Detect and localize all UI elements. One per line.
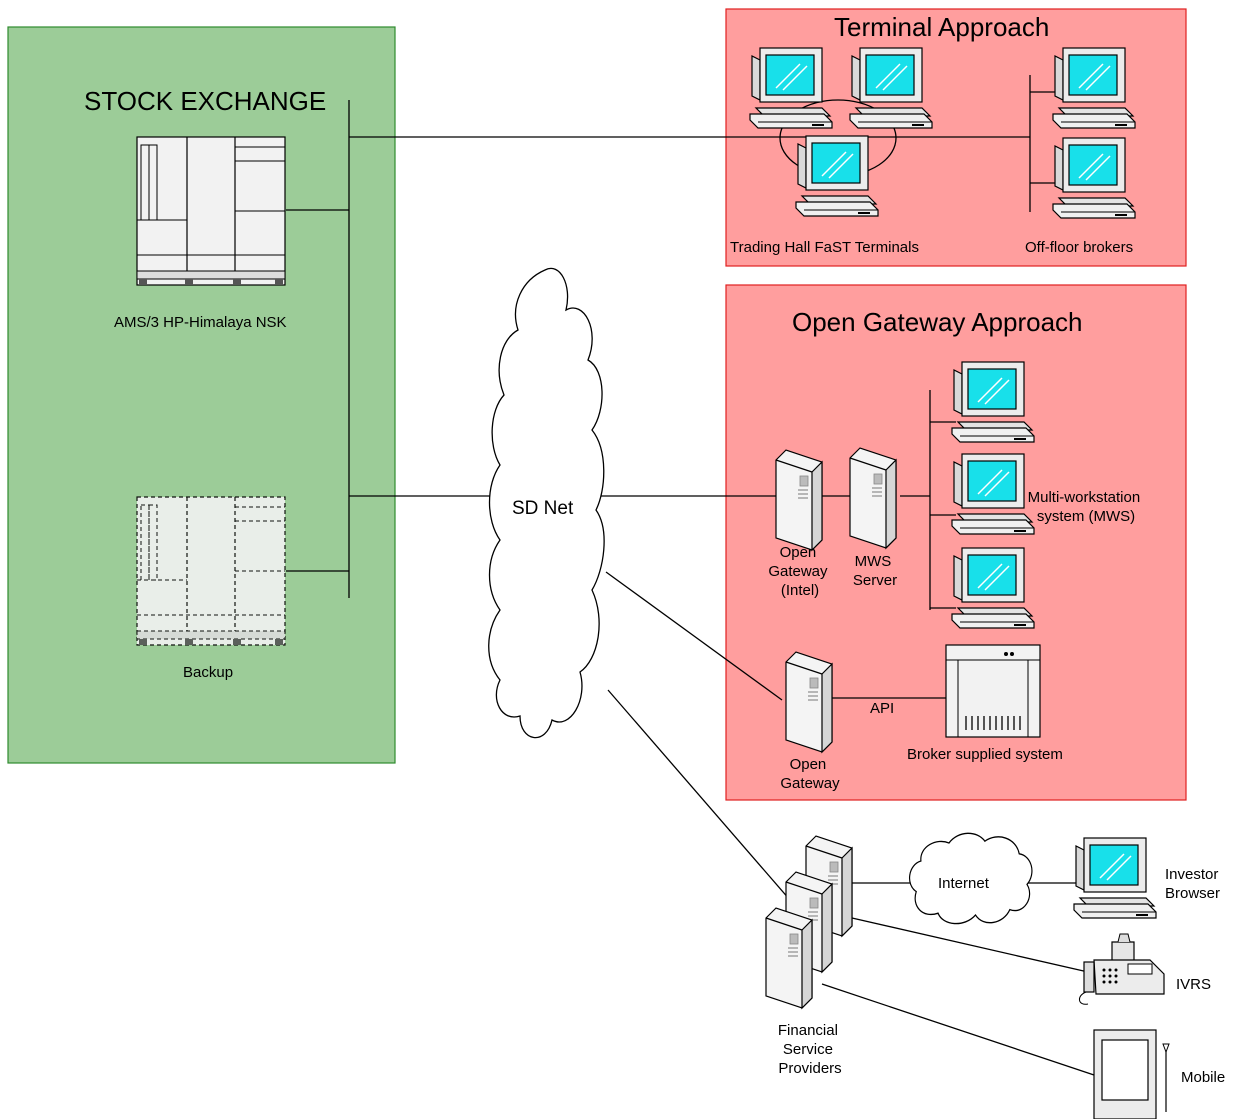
- open-gateway-intel-icon: [775, 449, 823, 551]
- ivrs-phone-icon: [1079, 933, 1165, 1005]
- sdnet-open-gateway-line: [605, 571, 783, 701]
- fsp-server-3-icon: [765, 907, 813, 1009]
- mobile-device-icon: [1093, 1029, 1170, 1119]
- open-gateway-label: Open Gateway: [780, 756, 840, 792]
- open-gateway-icon: [785, 651, 833, 753]
- investor-label: Investor Browser: [1165, 866, 1223, 902]
- api-label: API: [870, 700, 894, 717]
- broker-system-label: Broker supplied system: [907, 746, 1063, 763]
- broker-system-icon: [945, 644, 1041, 738]
- trading-terminal-2-icon: [849, 47, 933, 129]
- sd-net-cloud-icon: [488, 267, 605, 739]
- terminal-approach-title: Terminal Approach: [834, 12, 1049, 42]
- trading-terminal-1-icon: [749, 47, 833, 129]
- fsp-mobile-line: [821, 983, 1095, 1076]
- off-floor-label: Off-floor brokers: [1025, 239, 1133, 256]
- sdnet-fsp-line: [607, 689, 791, 901]
- mws-workstation-2-icon: [951, 453, 1035, 535]
- mobile-label: Mobile: [1181, 1069, 1225, 1086]
- internet-label: Internet: [938, 875, 990, 892]
- mws-server-icon: [849, 447, 897, 549]
- mws-server-label: MWS Server: [853, 553, 897, 589]
- primary-mainframe-label: AMS/3 HP-Himalaya NSK: [114, 314, 287, 331]
- open-gateway-intel-label: Open Gateway (Intel): [768, 544, 831, 599]
- mws-label: Multi-workstation system (MWS): [1028, 489, 1145, 525]
- mws-workstation-3-icon: [951, 547, 1035, 629]
- off-floor-terminal-2-icon: [1052, 137, 1136, 219]
- off-floor-terminal-1-icon: [1052, 47, 1136, 129]
- trading-hall-label: Trading Hall FaST Terminals: [730, 239, 919, 256]
- backup-mainframe-label: Backup: [183, 664, 233, 681]
- ivrs-label: IVRS: [1176, 976, 1211, 993]
- fsp-label: Financial Service Providers: [778, 1022, 842, 1077]
- mws-workstation-1-icon: [951, 361, 1035, 443]
- stock-exchange-title: STOCK EXCHANGE: [84, 86, 326, 116]
- backup-mainframe-icon: [136, 496, 286, 646]
- open-gateway-approach-title: Open Gateway Approach: [792, 307, 1083, 337]
- sd-net-label: SD Net: [512, 498, 574, 519]
- trading-terminal-3-icon: [795, 135, 879, 217]
- fsp-ivrs-line: [851, 917, 1089, 973]
- investor-workstation-icon: [1073, 837, 1157, 919]
- primary-mainframe-icon: [136, 136, 286, 286]
